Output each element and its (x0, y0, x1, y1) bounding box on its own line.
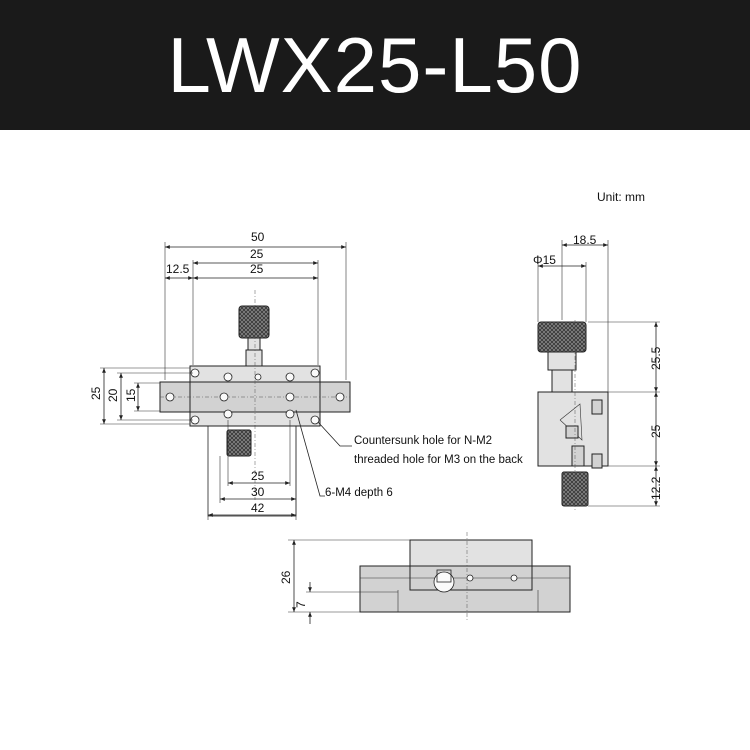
dim-42-bottom: 42 (251, 501, 265, 515)
dim-12-2: 12.2 (649, 476, 663, 500)
dim-20-left: 20 (106, 388, 120, 402)
top-view: 50 25 12.5 25 25 20 15 (89, 230, 523, 520)
unit-label: Unit: mm (597, 190, 645, 204)
side-view: 18.5 Φ15 25.5 25 12.2 (533, 233, 663, 510)
header-bar: LWX25-L50 (0, 0, 750, 130)
front-view: 26 7 (279, 532, 571, 624)
dim-25-lower: 25 (250, 262, 264, 276)
dim-26: 26 (279, 570, 293, 584)
dim-15-left: 15 (124, 388, 138, 402)
dim-25-bottom: 25 (251, 469, 265, 483)
dim-18-5: 18.5 (573, 233, 597, 247)
dim-25-side: 25 (649, 424, 663, 438)
note-countersunk-line1: Countersunk hole for N-M2 (354, 435, 492, 447)
front-base (359, 565, 571, 613)
note-m4-depth: 6-M4 depth 6 (325, 487, 393, 499)
product-title: LWX25-L50 (167, 20, 583, 109)
dim-50: 50 (251, 230, 265, 244)
top-knob (238, 305, 270, 369)
side-knob (537, 321, 587, 353)
dim-25-left-outer: 25 (89, 386, 103, 400)
dim-30-bottom: 30 (251, 485, 265, 499)
mounting-holes (165, 368, 345, 425)
dim-phi15: Φ15 (533, 253, 556, 267)
dim-25-upper: 25 (250, 247, 264, 261)
dim-12-5: 12.5 (166, 262, 190, 276)
note-countersunk-line2: threaded hole for M3 on the back (354, 454, 523, 466)
dim-7: 7 (294, 601, 308, 608)
dim-25-5: 25.5 (649, 346, 663, 370)
